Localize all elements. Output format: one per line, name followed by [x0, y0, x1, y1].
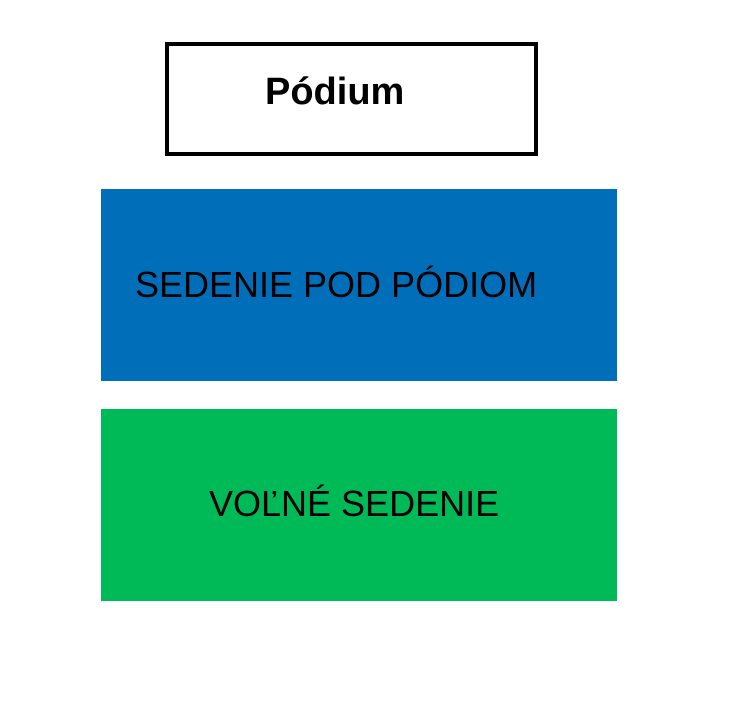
stage-box: Pódium	[165, 42, 538, 156]
front-seating-zone: SEDENIE POD PÓDIOM	[101, 189, 617, 381]
free-seating-zone: VOĽNÉ SEDENIE	[101, 409, 617, 601]
stage-label: Pódium	[265, 71, 405, 113]
free-seating-label: VOĽNÉ SEDENIE	[209, 483, 500, 524]
front-seating-label: SEDENIE POD PÓDIOM	[135, 264, 538, 305]
